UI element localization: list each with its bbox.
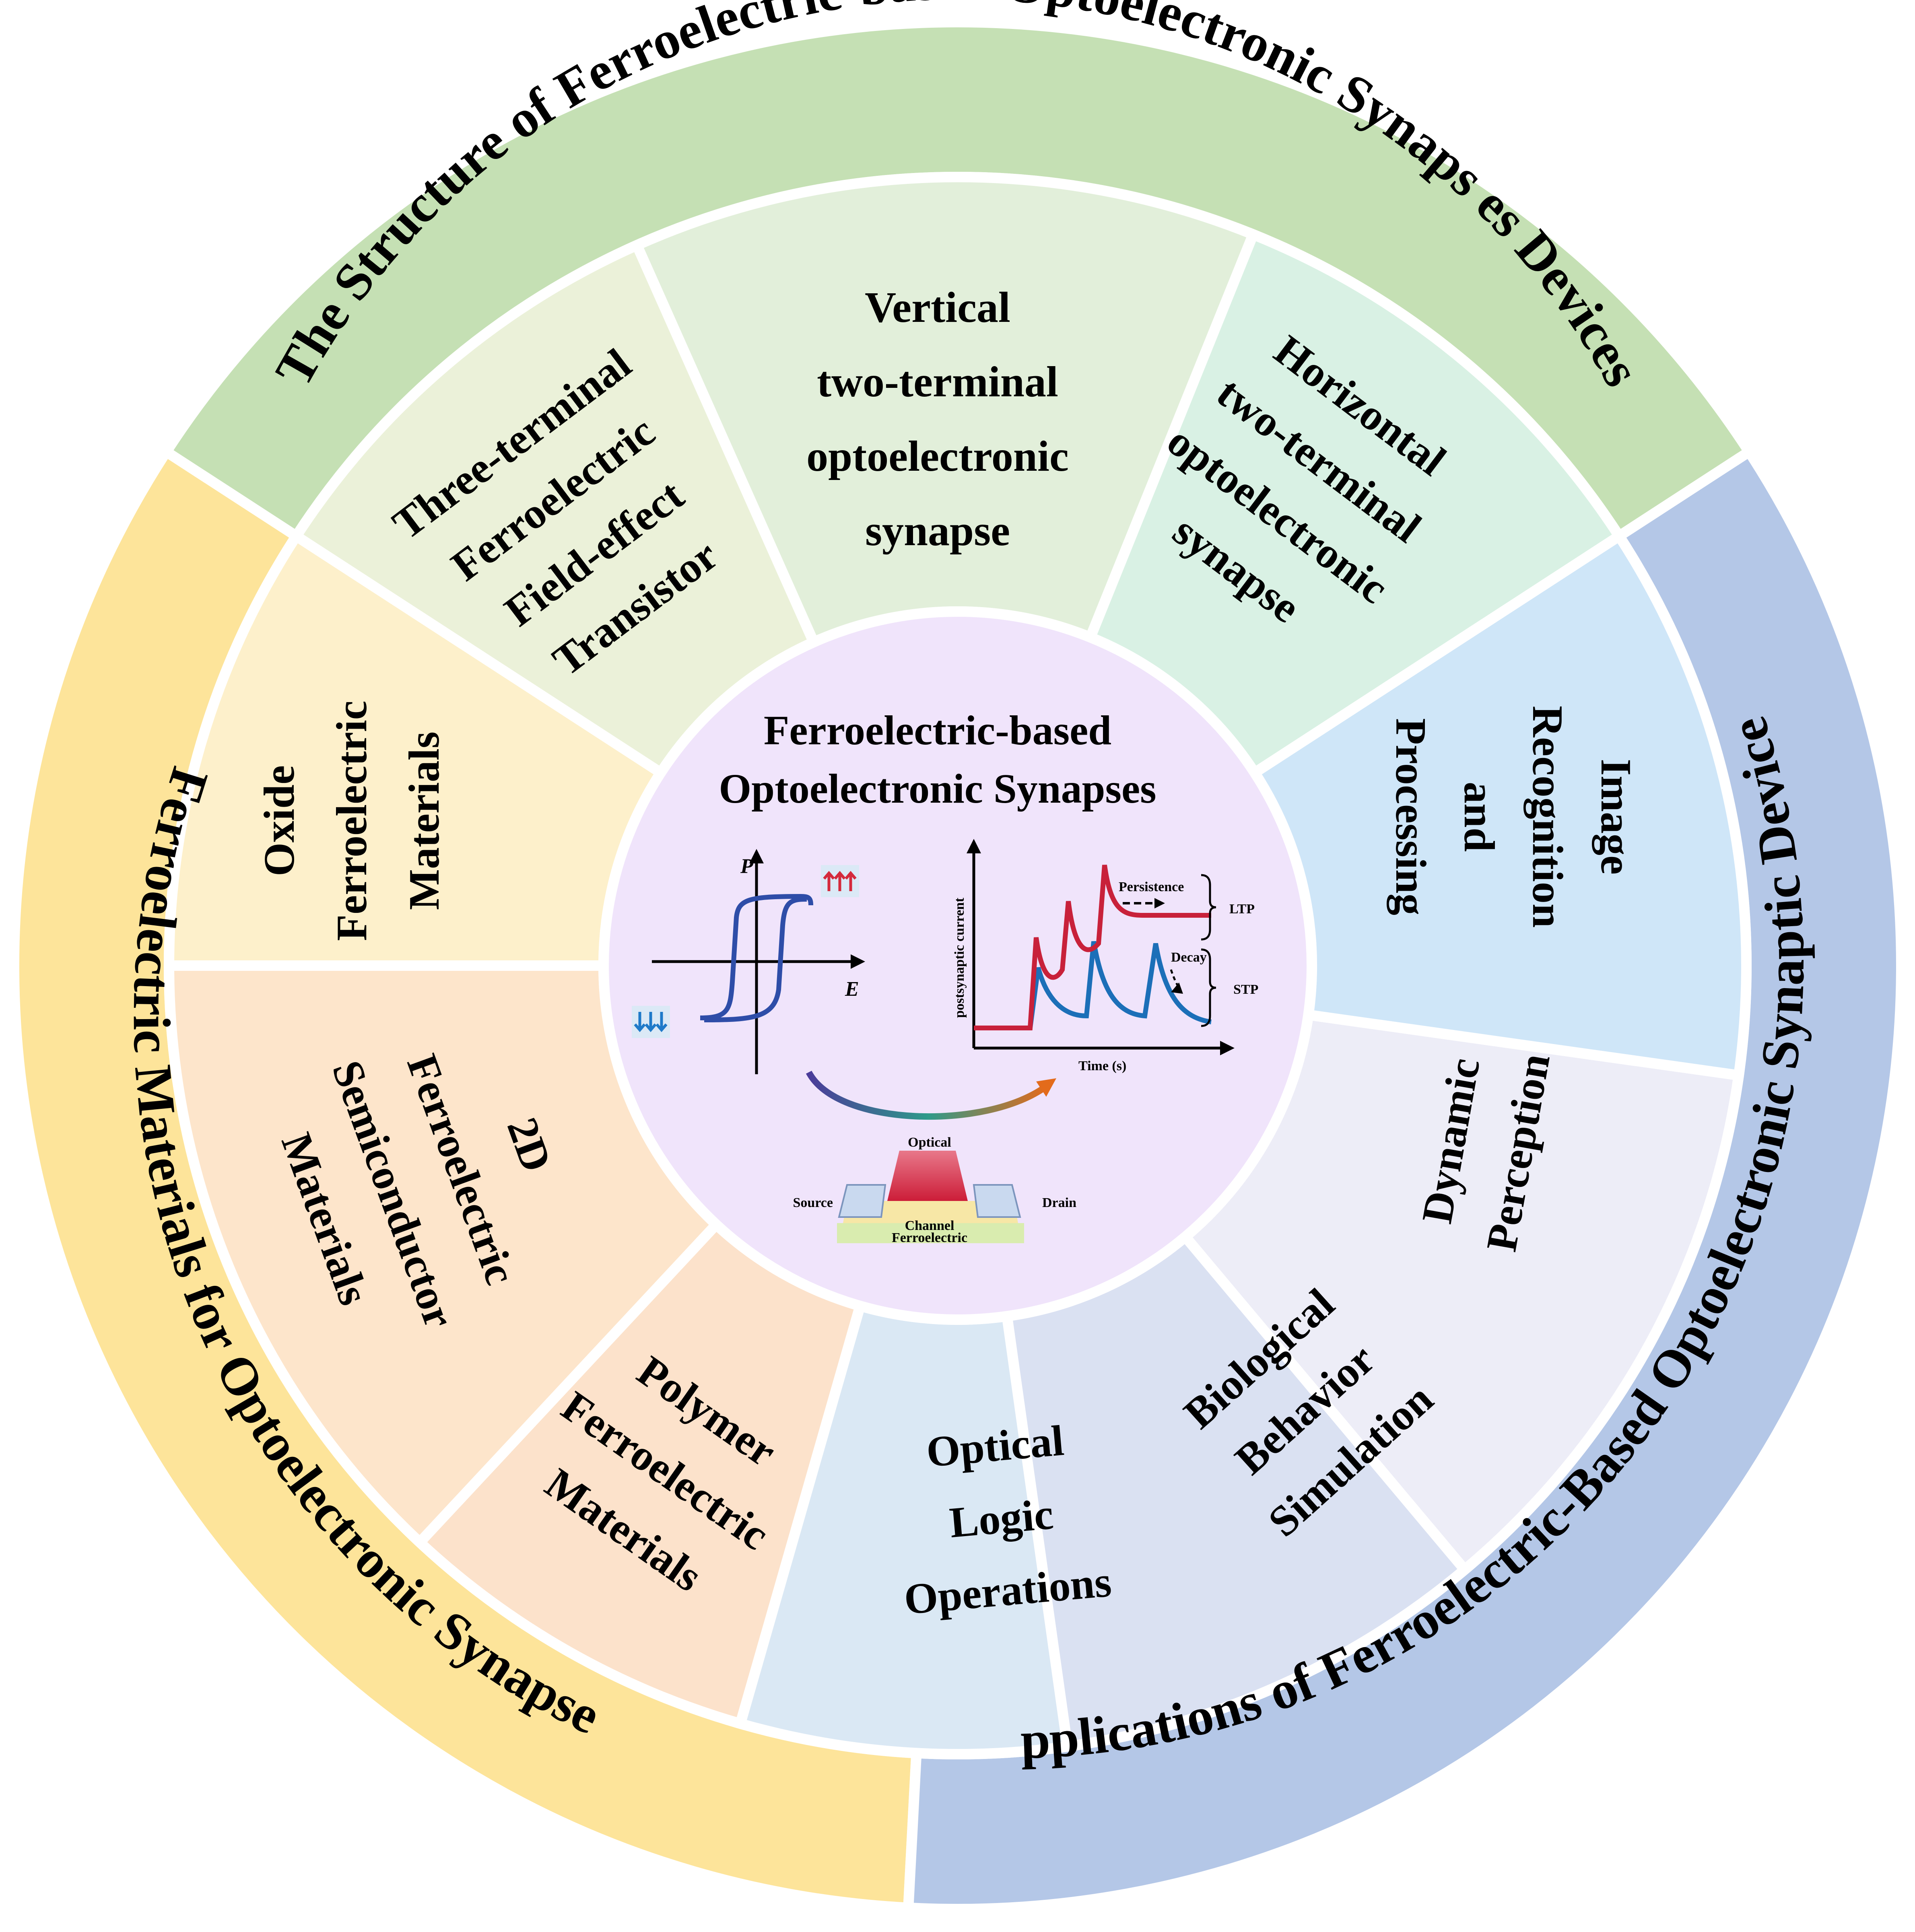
svg-text:synapse: synapse xyxy=(865,507,1010,555)
ltp-brace xyxy=(1201,874,1216,941)
decay-arrowhead xyxy=(1171,982,1183,994)
transition-arrow xyxy=(806,1071,1048,1120)
plot-ylabel: postsynaptic current xyxy=(952,898,967,1018)
vertical-label: Vertical two-terminal optoelectronic syn… xyxy=(806,284,1069,555)
decay-arrow xyxy=(1170,969,1180,989)
synaptic-plot: postsynaptic current Time (s) Persistenc… xyxy=(952,839,1258,1073)
drain-electrode xyxy=(973,1184,1021,1218)
ltp-curve xyxy=(974,865,1211,1030)
stp-label: STP xyxy=(1233,982,1258,997)
svg-text:Vertical: Vertical xyxy=(865,284,1010,332)
center-title-line1: Ferroelectric-based xyxy=(764,707,1111,754)
decay-label: Decay xyxy=(1171,950,1207,965)
device-stack: Optical Source Drain Channel Ferroelectr… xyxy=(793,1135,1077,1245)
hysteresis-loop: P E xyxy=(632,849,865,1074)
e-axis-label: E xyxy=(845,978,859,1001)
svg-text:Oxide: Oxide xyxy=(256,765,303,876)
center-circle xyxy=(598,606,1317,1325)
optical-label: Optical xyxy=(908,1135,951,1150)
p-axis-arrow xyxy=(749,849,764,863)
source-label: Source xyxy=(793,1195,833,1210)
stp-brace xyxy=(1201,948,1216,1027)
channel-label: Channel xyxy=(905,1218,954,1233)
optical-beam xyxy=(887,1151,968,1201)
ferroelectric-label: Ferroelectric xyxy=(892,1230,967,1245)
ltp-label: LTP xyxy=(1229,902,1255,917)
up-arrows-icon xyxy=(823,871,857,891)
svg-text:Optical: Optical xyxy=(924,1417,1066,1476)
source-electrode xyxy=(838,1184,886,1218)
svg-text:two-terminal: two-terminal xyxy=(817,358,1058,406)
svg-text:Ferroelectric: Ferroelectric xyxy=(328,700,376,941)
svg-text:optoelectronic: optoelectronic xyxy=(806,433,1069,480)
hysteresis-curve xyxy=(700,894,813,1022)
drain-label: Drain xyxy=(1042,1195,1076,1210)
p-axis-label: P xyxy=(740,855,754,878)
transition-arrowhead xyxy=(1036,1078,1056,1097)
stp-curve xyxy=(974,941,1212,1030)
channel-layer xyxy=(843,1201,1018,1223)
persistence-label: Persistence xyxy=(1119,879,1184,894)
ferroelectric-layer xyxy=(837,1223,1024,1243)
svg-text:Processing: Processing xyxy=(1387,718,1435,915)
svg-text:Image: Image xyxy=(1592,759,1640,875)
center-title-line2: Optoelectronic Synapses xyxy=(719,766,1156,812)
down-arrows-icon xyxy=(634,1012,668,1032)
svg-text:and: and xyxy=(1455,782,1503,852)
plot-x-arrow xyxy=(1220,1041,1235,1055)
oxide-label: Oxide Ferroelectric Materials xyxy=(256,700,448,941)
e-axis-arrow xyxy=(851,954,865,969)
plot-y-arrow xyxy=(967,839,981,853)
image-recognition-label: Image Recognition and Processing xyxy=(1387,706,1640,928)
svg-text:Materials: Materials xyxy=(400,731,448,910)
persistence-arrowhead xyxy=(1154,898,1165,908)
plot-xlabel: Time (s) xyxy=(1078,1059,1126,1073)
svg-text:Logic: Logic xyxy=(948,1490,1055,1547)
svg-text:Recognition: Recognition xyxy=(1523,706,1571,928)
